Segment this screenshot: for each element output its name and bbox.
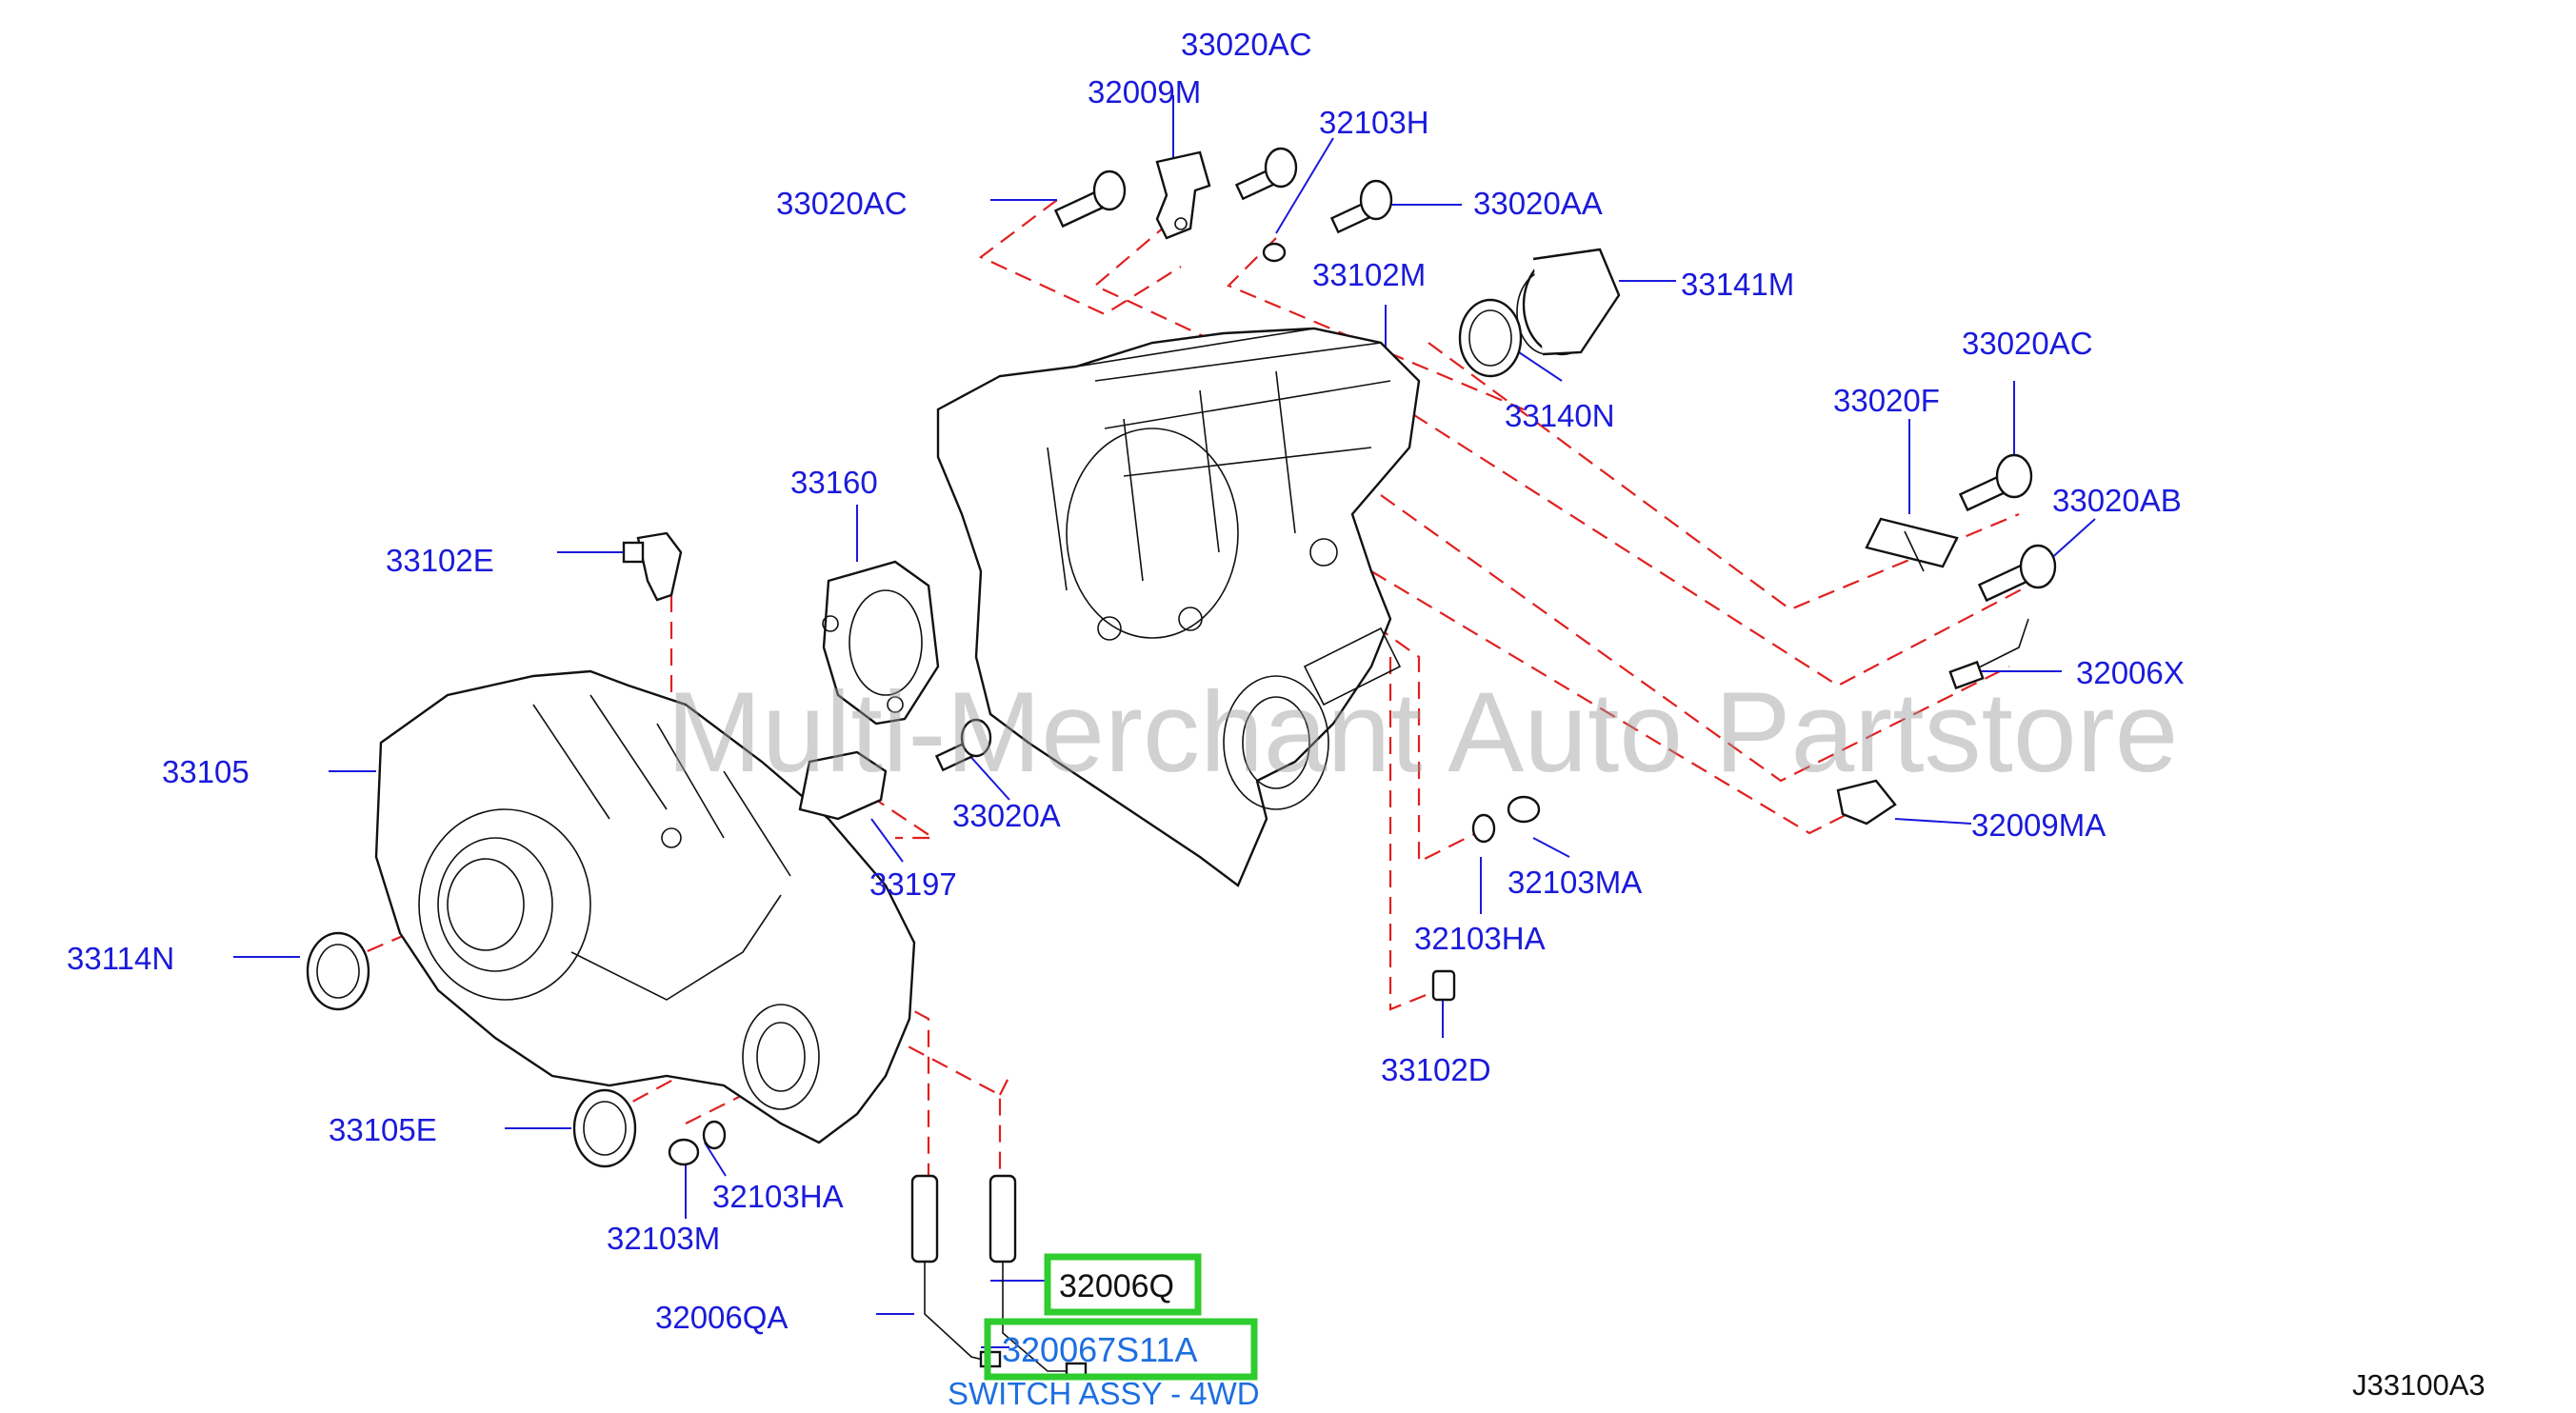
front-case-33105 <box>374 669 916 1144</box>
rear-case-33102m <box>936 327 1421 887</box>
seal-33140n <box>1458 298 1523 378</box>
bolt-33020a <box>934 718 992 772</box>
label-32006x[interactable]: 32006X <box>2076 655 2185 690</box>
label-33020ab[interactable]: 33020AB <box>2052 483 2182 518</box>
gasket-33160 <box>822 560 940 726</box>
label-33102m[interactable]: 33102M <box>1312 257 1426 292</box>
label-33102e[interactable]: 33102E <box>386 543 494 578</box>
plug-32103m <box>668 1138 700 1166</box>
plug-32103ma <box>1507 795 1541 824</box>
label-33140n[interactable]: 33140N <box>1505 398 1615 433</box>
label-32103ha-right[interactable]: 32103HA <box>1414 921 1546 956</box>
bracket-32009m <box>1155 150 1211 240</box>
seal-33105e <box>572 1088 637 1168</box>
label-32006qa[interactable]: 32006QA <box>655 1300 788 1335</box>
label-33141m[interactable]: 33141M <box>1681 267 1794 302</box>
label-32006q[interactable]: 32006Q <box>1059 1268 1174 1304</box>
label-33160[interactable]: 33160 <box>790 465 878 500</box>
drawing-code: J33100A3 <box>2352 1368 2486 1402</box>
label-320067s11a[interactable]: 320067S11A <box>1002 1330 1198 1369</box>
label-33020ac-left[interactable]: 33020AC <box>776 186 908 221</box>
bolt-33020ac-left <box>1053 169 1127 229</box>
sensor-32006x <box>1948 618 2029 690</box>
seal-33114n <box>306 931 370 1011</box>
oring-32103ha-right <box>1471 813 1496 844</box>
label-32009ma[interactable]: 32009MA <box>1971 807 2106 843</box>
seal-33141m <box>1516 248 1621 356</box>
bracket-33197 <box>798 750 888 821</box>
label-33102d[interactable]: 33102D <box>1381 1052 1491 1087</box>
label-32103m[interactable]: 32103M <box>607 1221 720 1256</box>
watermark: Multi-Merchant Auto Partstore <box>667 668 2178 796</box>
bolt-33020ab <box>1977 544 2057 603</box>
label-33020ac-top[interactable]: 33020AC <box>1181 27 1312 62</box>
label-33197[interactable]: 33197 <box>869 866 957 902</box>
bolt-33020aa <box>1329 179 1393 234</box>
pin-33102d <box>1431 969 1456 1002</box>
label-33020aa[interactable]: 33020AA <box>1473 186 1603 221</box>
label-33105[interactable]: 33105 <box>162 754 250 789</box>
highlight-box-320067s11a <box>984 1318 1258 1381</box>
switch-caption: SWITCH ASSY - 4WD <box>948 1376 1260 1411</box>
clip-32009ma <box>1836 779 1897 826</box>
bracket-33020f <box>1865 517 1959 572</box>
label-32009m[interactable]: 32009M <box>1088 74 1201 109</box>
sensor-33102e <box>622 531 683 602</box>
label-32103h[interactable]: 32103H <box>1319 105 1429 140</box>
oring-32103ha-left <box>702 1120 727 1150</box>
highlight-box-32006q <box>1044 1253 1202 1316</box>
label-33020ac-right[interactable]: 33020AC <box>1962 326 2093 361</box>
part-labels: 33020AC 32009M 32103H 33020AC 33020AA 33… <box>67 27 2185 1369</box>
label-33020a[interactable]: 33020A <box>952 798 1061 833</box>
label-32103ha-left[interactable]: 32103HA <box>712 1179 844 1214</box>
label-33114n[interactable]: 33114N <box>67 941 174 976</box>
oring-32103h <box>1262 242 1287 263</box>
label-33105e[interactable]: 33105E <box>329 1112 437 1147</box>
bolt-33020ac-top <box>1234 147 1298 201</box>
bolt-33020ac-right <box>1958 453 2033 512</box>
label-32103ma[interactable]: 32103MA <box>1508 865 1642 900</box>
label-33020f[interactable]: 33020F <box>1833 383 1940 418</box>
